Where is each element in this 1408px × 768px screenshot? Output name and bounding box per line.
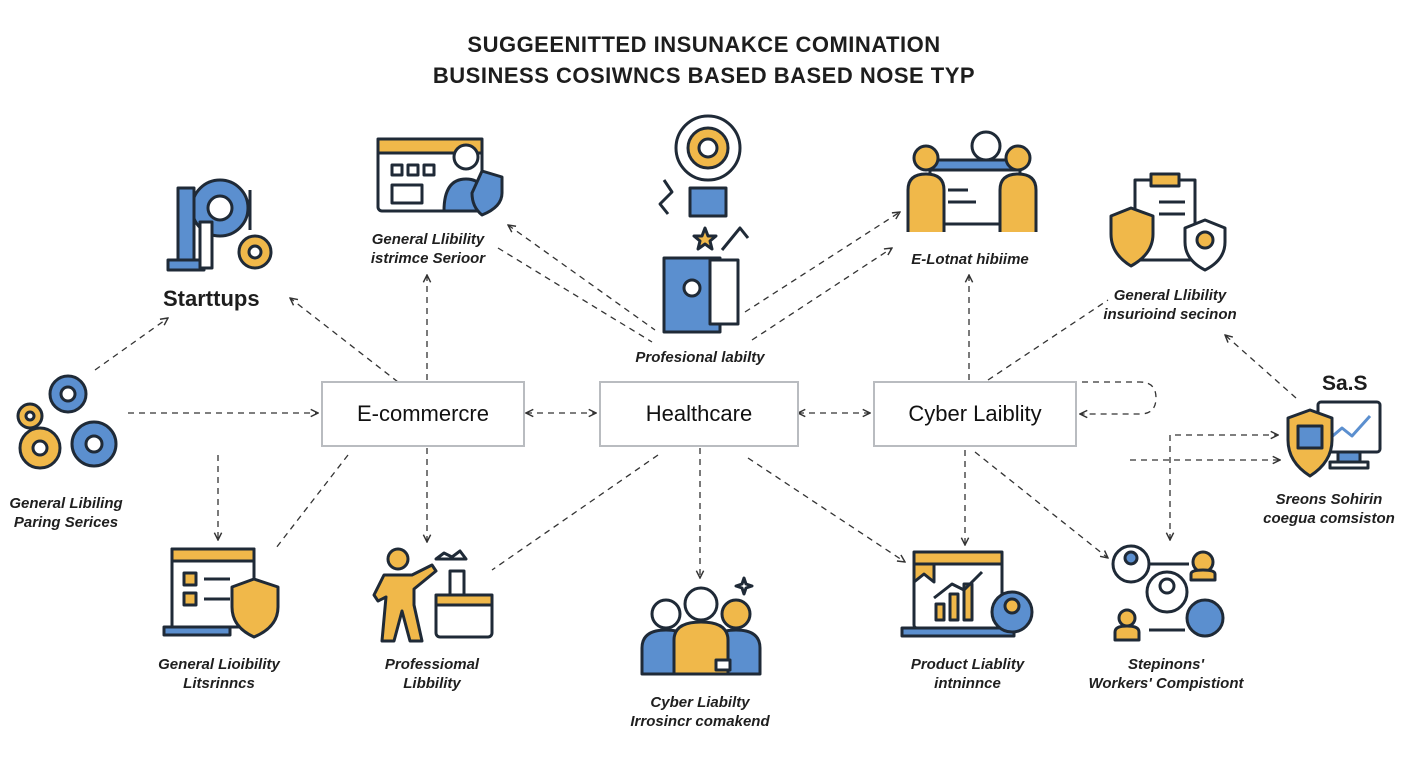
laptop-chart-icon [900, 550, 1034, 638]
label-general-right-line1: General Llibility [1113, 287, 1227, 304]
label-cyber-bottom-line1: Cyber Liabilty [650, 694, 750, 711]
group-people-icon [640, 576, 762, 676]
label-general-left: General Libiling Paring Serices [0, 494, 132, 532]
label-general-bottom-line2: Litsrinncs [183, 675, 255, 692]
diagram-title-line2: BUSINESS COSIWNCS BASED BASED NOSE TYP [432, 63, 976, 88]
label-workers-line2: Workers' Compistiont [1088, 675, 1244, 692]
edge-gears-startups [94, 318, 168, 371]
label-general-top: General Llibility istrimce Serioor [344, 230, 512, 268]
edge-health-elotnat-b [751, 248, 892, 341]
people-screen-icon [906, 130, 1038, 232]
label-cyber-bottom: Cyber Liabilty Irrosincr comakend [612, 693, 788, 731]
edge-workers-saas [1170, 435, 1278, 540]
startups-title: Starttups [163, 286, 260, 311]
saas-title: Sa.S [1322, 372, 1368, 395]
gears-cluster-icon [16, 374, 118, 470]
edge-health-prof-bottom [491, 454, 659, 571]
browser-shield-user-icon [376, 137, 504, 217]
network-people-icon [1111, 544, 1225, 642]
label-general-right-line2: insurioind secinon [1103, 306, 1237, 323]
edge-ecommerce-startups [290, 298, 399, 383]
label-general-top-line1: General Llibility [371, 231, 485, 248]
hub-healthcare: Healthcare [599, 381, 799, 447]
label-general-top-line2: istrimce Serioor [370, 250, 486, 267]
monitor-shield-chart-icon [1286, 400, 1382, 478]
checklist-shield-icon [162, 547, 280, 639]
label-saas-line1: Sreons Sohirin [1275, 491, 1383, 508]
label-professional-top-line1: Profesional labilty [635, 349, 765, 366]
edge-cyber-workers [974, 451, 1108, 558]
label-workers: Stepinons' Workers' Compistiont [1076, 655, 1256, 693]
edge-cyber-loop [1080, 381, 1157, 414]
edge-health-elotnat-a [744, 212, 900, 313]
diagram-title-line1: SUGGEENITTED INSUNAKCE COMINATION [467, 32, 941, 57]
person-presenting-icon [372, 547, 494, 643]
edge-ecommerce-left-diag [275, 454, 349, 549]
gears-tower-icon [166, 178, 273, 272]
edge-cyber-general-right [987, 299, 1109, 381]
label-elotnat-line1: E-Lotnat hibiime [911, 251, 1029, 268]
clipboard-shield-icon [1109, 172, 1227, 272]
edge-general-prof-b [497, 247, 653, 343]
label-professional-top: Profesional labilty [600, 348, 800, 367]
label-professional-bottom: Professiomal Libbility [362, 655, 502, 693]
label-general-bottom-line1: General Lioibility [158, 656, 280, 673]
label-cyber-bottom-line2: Irrosincr comakend [630, 713, 770, 730]
edge-saas-general-right [1225, 335, 1297, 399]
label-saas-line2: coegua comsiston [1263, 510, 1395, 527]
label-general-bottom: General Lioibility Litsrinncs [134, 655, 304, 693]
label-product-line1: Product Liablity [910, 656, 1025, 673]
label-general-left-line2: Paring Serices [13, 514, 119, 531]
label-professional-bottom-line2: Libbility [403, 675, 461, 692]
gear-target-document-icon [658, 114, 750, 334]
hub-cyber: Cyber Laiblity [873, 381, 1077, 447]
label-saas: Sreons Sohirin coegua comsiston [1254, 490, 1404, 528]
label-professional-bottom-line1: Professiomal [384, 656, 480, 673]
label-general-left-line1: General Libiling [9, 495, 123, 512]
label-general-right: General Llibility insurioind secinon [1090, 286, 1250, 324]
label-product-line2: intninnce [934, 675, 1001, 692]
label-workers-line1: Stepinons' [1127, 656, 1205, 673]
edge-health-product [747, 457, 905, 562]
edge-general-prof-a [508, 225, 656, 331]
label-product: Product Liablity intninnce [885, 655, 1050, 693]
label-elotnat: E-Lotnat hibiime [890, 250, 1050, 269]
hub-ecommerce: E-commercre [321, 381, 525, 447]
